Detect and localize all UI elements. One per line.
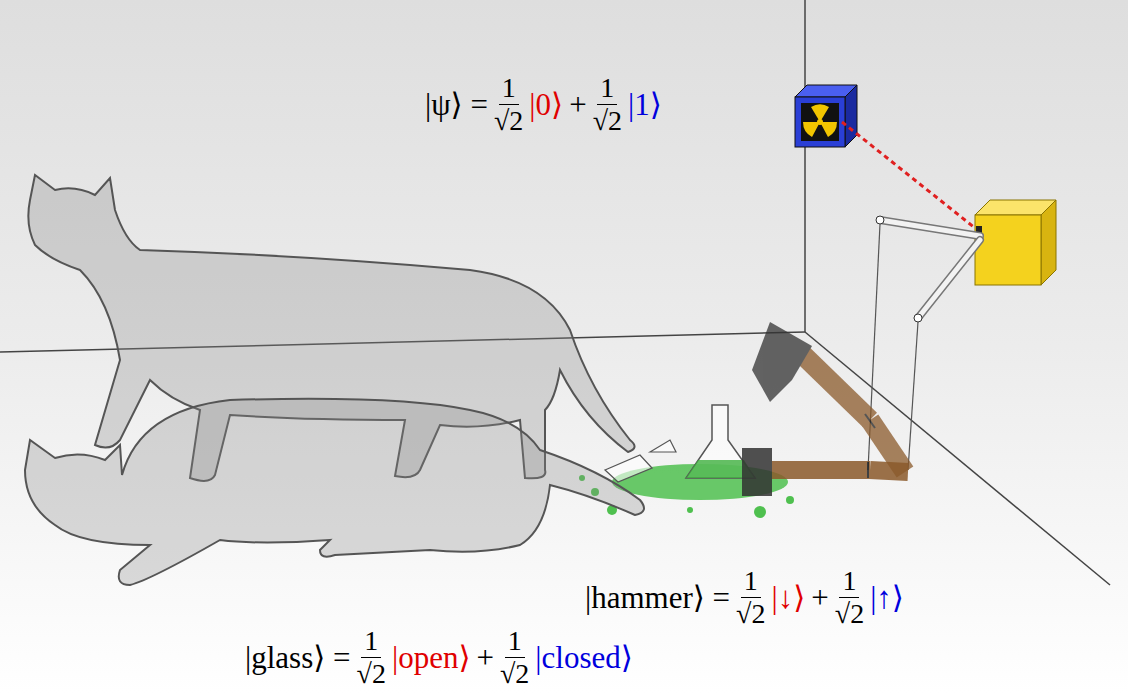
ket-term: |closed⟩ — [535, 642, 633, 673]
ket-lhs: |ψ⟩ = — [425, 89, 488, 120]
denominator: √2 — [835, 598, 864, 628]
ket-term: |0⟩ — [529, 89, 563, 120]
radioactive-box — [795, 85, 857, 147]
denominator: √2 — [593, 105, 622, 135]
numerator: 1 — [597, 74, 617, 105]
glass-equation: |glass⟩ =1√2|open⟩+1√2|closed⟩ — [245, 627, 633, 688]
numerator: 1 — [499, 74, 519, 105]
ket-term: |↑⟩ — [870, 582, 904, 613]
plus-sign: + — [569, 89, 586, 120]
numerator: 1 — [839, 567, 859, 598]
fallen-hammer — [742, 448, 908, 496]
fraction: 1√2 — [494, 74, 523, 135]
denominator: √2 — [494, 105, 523, 135]
hammer-equation: |hammer⟩ =1√2|↓⟩+1√2|↑⟩ — [585, 567, 904, 628]
cat-dead — [25, 399, 644, 585]
ket-term: |open⟩ — [392, 642, 471, 673]
numerator: 1 — [741, 567, 761, 598]
denominator: √2 — [500, 658, 529, 688]
ket-term: |1⟩ — [628, 89, 662, 120]
ket-lhs: |glass⟩ = — [245, 642, 351, 673]
numerator: 1 — [361, 627, 381, 658]
plus-sign: + — [476, 642, 493, 673]
fraction: 1√2 — [500, 627, 529, 688]
radiation-beam — [842, 122, 980, 232]
corner-line — [804, 0, 806, 332]
fraction: 1√2 — [357, 627, 386, 688]
fraction: 1√2 — [593, 74, 622, 135]
state-equation: |ψ⟩ =1√2|0⟩+1√2|1⟩ — [425, 74, 662, 135]
raised-hammer — [752, 322, 905, 472]
fraction: 1√2 — [835, 567, 864, 628]
denominator: √2 — [736, 598, 765, 628]
numerator: 1 — [505, 627, 525, 658]
floor-line — [805, 332, 1110, 585]
ket-term: |↓⟩ — [771, 582, 805, 613]
fraction: 1√2 — [736, 567, 765, 628]
ket-lhs: |hammer⟩ = — [585, 582, 730, 613]
denominator: √2 — [357, 658, 386, 688]
plus-sign: + — [811, 582, 828, 613]
geiger-counter-box — [975, 200, 1056, 285]
